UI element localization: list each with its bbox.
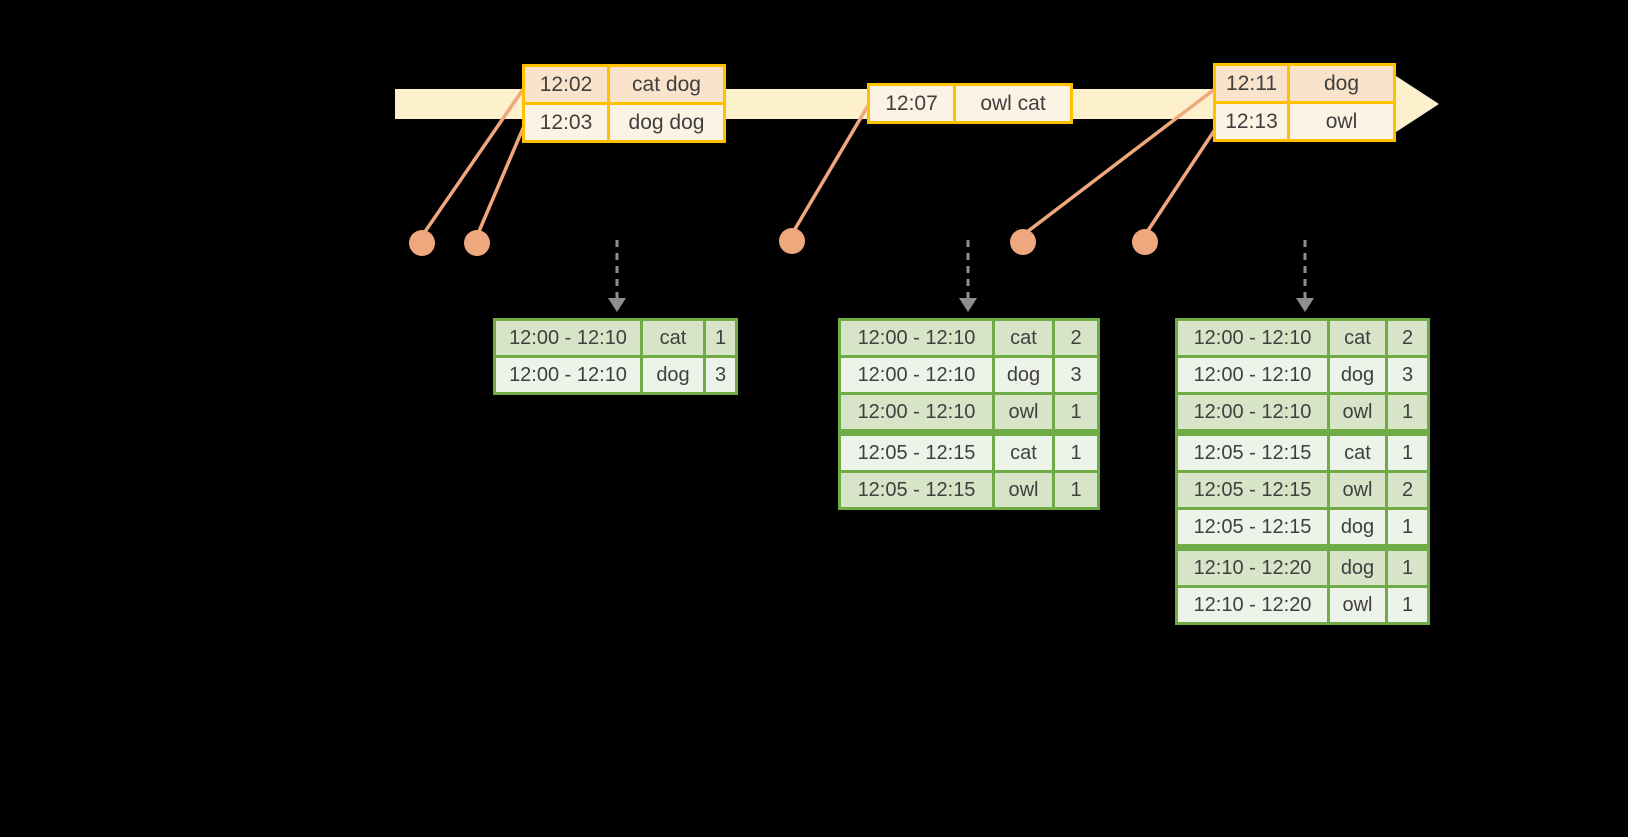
window-range-cell: 12:10 - 12:20 bbox=[1175, 585, 1330, 625]
window-range-cell: 12:00 - 12:10 bbox=[1175, 392, 1330, 434]
count-cell: 1 bbox=[703, 318, 738, 358]
word-cell: cat bbox=[640, 318, 706, 358]
count-cell: 3 bbox=[1385, 355, 1430, 395]
count-cell: 2 bbox=[1052, 318, 1100, 358]
window-range-cell: 12:10 - 12:20 bbox=[1175, 544, 1330, 588]
event-connector-line bbox=[1021, 86, 1218, 237]
event-dot bbox=[779, 228, 805, 254]
word-cell: cat bbox=[992, 318, 1055, 358]
count-cell: 1 bbox=[1385, 429, 1430, 473]
word-cell: owl bbox=[1327, 470, 1388, 510]
window-range-cell: 12:00 - 12:10 bbox=[838, 355, 995, 395]
trigger-arrowhead-icon bbox=[1296, 298, 1314, 312]
word-cell: dog bbox=[1327, 544, 1388, 588]
event-connector-line bbox=[790, 103, 871, 235]
event-dot bbox=[1132, 229, 1158, 255]
window-range-cell: 12:05 - 12:15 bbox=[838, 429, 995, 473]
count-cell: 1 bbox=[1052, 429, 1100, 473]
event-words-cell: cat dog bbox=[607, 64, 726, 105]
word-cell: owl bbox=[1327, 585, 1388, 625]
word-cell: owl bbox=[992, 470, 1055, 510]
window-range-cell: 12:00 - 12:10 bbox=[493, 355, 643, 395]
count-cell: 2 bbox=[1385, 470, 1430, 510]
word-cell: dog bbox=[640, 355, 706, 395]
word-cell: owl bbox=[1327, 392, 1388, 434]
word-cell: cat bbox=[1327, 318, 1388, 358]
event-words-cell: dog bbox=[1287, 63, 1396, 104]
word-cell: cat bbox=[1327, 429, 1388, 473]
window-range-cell: 12:00 - 12:10 bbox=[493, 318, 643, 358]
count-cell: 2 bbox=[1385, 318, 1430, 358]
count-cell: 3 bbox=[1052, 355, 1100, 395]
window-range-cell: 12:05 - 12:15 bbox=[1175, 470, 1330, 510]
window-range-cell: 12:00 - 12:10 bbox=[838, 392, 995, 434]
word-cell: cat bbox=[992, 429, 1055, 473]
event-time-cell: 12:02 bbox=[522, 64, 610, 105]
count-cell: 1 bbox=[1052, 392, 1100, 434]
window-range-cell: 12:00 - 12:10 bbox=[1175, 318, 1330, 358]
word-cell: owl bbox=[992, 392, 1055, 434]
window-range-cell: 12:05 - 12:15 bbox=[1175, 429, 1330, 473]
event-connector-line bbox=[420, 87, 526, 237]
event-dot bbox=[464, 230, 490, 256]
count-cell: 1 bbox=[1385, 392, 1430, 434]
event-dot bbox=[1010, 229, 1036, 255]
count-cell: 1 bbox=[1385, 507, 1430, 549]
trigger-arrowhead-icon bbox=[959, 298, 977, 312]
event-time-cell: 12:13 bbox=[1213, 101, 1290, 142]
event-words-cell: dog dog bbox=[607, 102, 726, 143]
count-cell: 3 bbox=[703, 355, 738, 395]
event-time-cell: 12:07 bbox=[867, 83, 956, 124]
event-time-cell: 12:11 bbox=[1213, 63, 1290, 104]
window-range-cell: 12:05 - 12:15 bbox=[1175, 507, 1330, 549]
trigger-arrowhead-icon bbox=[608, 298, 626, 312]
word-cell: dog bbox=[1327, 507, 1388, 549]
event-time-cell: 12:03 bbox=[522, 102, 610, 143]
count-cell: 1 bbox=[1385, 585, 1430, 625]
event-connector-line bbox=[1143, 127, 1218, 236]
window-range-cell: 12:00 - 12:10 bbox=[838, 318, 995, 358]
window-range-cell: 12:00 - 12:10 bbox=[1175, 355, 1330, 395]
event-dot bbox=[409, 230, 435, 256]
word-cell: dog bbox=[1327, 355, 1388, 395]
event-words-cell: owl bbox=[1287, 101, 1396, 142]
event-connector-line bbox=[475, 125, 526, 237]
count-cell: 1 bbox=[1385, 544, 1430, 588]
count-cell: 1 bbox=[1052, 470, 1100, 510]
event-words-cell: owl cat bbox=[953, 83, 1073, 124]
word-cell: dog bbox=[992, 355, 1055, 395]
timeline-arrowhead-icon bbox=[1393, 74, 1439, 134]
window-range-cell: 12:05 - 12:15 bbox=[838, 470, 995, 510]
